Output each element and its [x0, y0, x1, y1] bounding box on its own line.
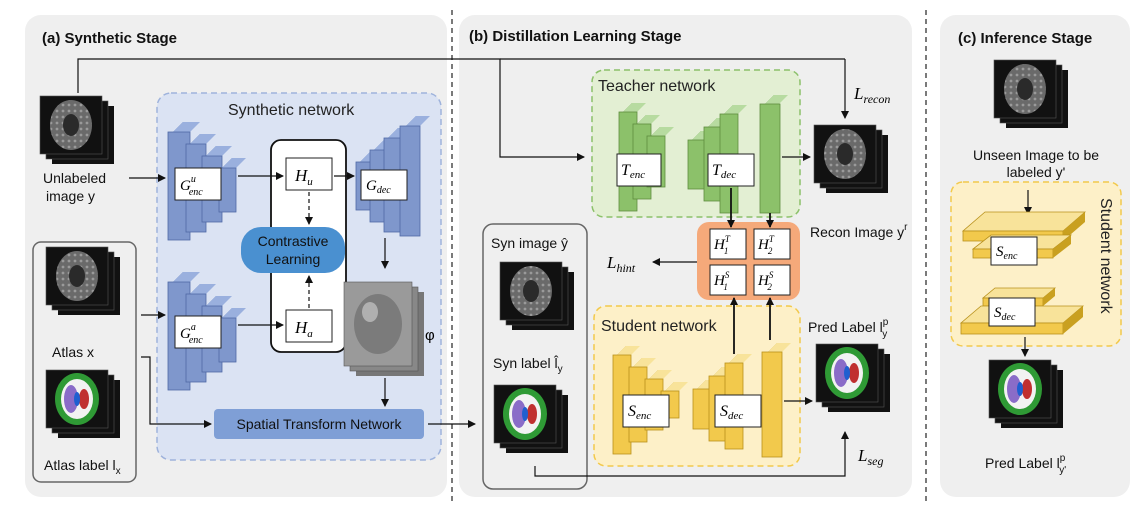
pred-label-stack	[815, 343, 890, 412]
unseen-caption-1: Unseen Image to be	[973, 147, 1099, 163]
deformation-field-stack	[343, 281, 424, 376]
head-u-box	[285, 157, 333, 191]
encoder-a-label-box	[174, 315, 222, 349]
atlas-image-stack	[45, 246, 120, 315]
teacher-encoder-label-box	[616, 153, 662, 187]
unlabeled-image-caption-1: Unlabeled	[43, 170, 106, 186]
unseen-caption-2: labeled y'	[1007, 164, 1066, 180]
inference-encoder-label: Senc	[996, 244, 1018, 262]
teacher-decoder-label-box	[707, 153, 755, 187]
synthetic-network-title: Synthetic network	[228, 102, 355, 119]
h2s-box	[753, 264, 791, 296]
recon-image-stack	[813, 124, 888, 193]
inference-decoder-label: Sdec	[994, 305, 1016, 323]
atlas-group-box	[32, 241, 137, 483]
syn-group-box	[482, 223, 588, 490]
l-seg-label: Lseg	[857, 446, 883, 468]
unlabeled-image-caption-2: image y	[46, 188, 95, 204]
head-a-box	[285, 309, 333, 343]
student-decoder-label: Sdec	[720, 403, 743, 422]
h2t-box	[753, 228, 791, 260]
inference-decoder-label-box	[988, 297, 1036, 327]
contrastive-label-2: Learning	[266, 251, 321, 267]
stage-b-title: (b) Distillation Learning Stage	[469, 28, 682, 45]
contrastive-learning-box	[241, 227, 345, 273]
syn-label-caption: Syn label l̂y	[493, 354, 563, 375]
teacher-network-title: Teacher network	[598, 78, 716, 95]
student-network-title: Student network	[601, 318, 718, 335]
stn-label: Spatial Transform Network	[237, 416, 403, 432]
decoder-label-box	[360, 169, 408, 201]
atlas-label-stack	[45, 369, 120, 438]
syn-image-caption: Syn image ŷ	[491, 235, 568, 251]
inference-student-vertical-label: Student network	[1097, 198, 1114, 315]
stage-c-title: (c) Inference Stage	[958, 30, 1092, 47]
student-decoder-label-box	[714, 394, 762, 428]
l-recon-label: Lrecon	[853, 84, 890, 106]
unseen-image-stack	[993, 59, 1068, 128]
stn-box	[214, 409, 424, 439]
student-encoder-label-box	[622, 394, 670, 428]
stage-a-title: (a) Synthetic Stage	[42, 30, 177, 47]
unlabeled-image-stack	[39, 95, 114, 164]
syn-label-stack	[493, 384, 568, 453]
h1s-box	[709, 264, 747, 296]
syn-image-stack	[499, 261, 574, 330]
contrastive-label-1: Contrastive	[258, 233, 329, 249]
inference-encoder-label-box	[990, 236, 1038, 266]
decoder-label: Gdec	[366, 178, 391, 196]
atlas-label-caption: Atlas label lx	[44, 457, 121, 477]
student-encoder-label: Senc	[628, 403, 651, 422]
l-hint-label: Lhint	[606, 253, 636, 275]
arrow-syn-to-lseg	[534, 431, 849, 477]
recon-image-caption: Recon Image yr	[810, 222, 908, 240]
phi-label: φ	[425, 327, 435, 344]
h1t-box	[709, 228, 747, 260]
head-a-label: Ha	[294, 318, 313, 340]
arrow-atlas-to-stn	[141, 356, 212, 428]
head-u-label: Hu	[294, 166, 313, 188]
teacher-decoder-label: Tdec	[712, 162, 736, 181]
atlas-caption: Atlas x	[52, 344, 94, 360]
encoder-u-label-box	[174, 167, 222, 201]
inference-pred-stack	[988, 359, 1063, 428]
teacher-encoder-label: Tenc	[621, 162, 645, 181]
